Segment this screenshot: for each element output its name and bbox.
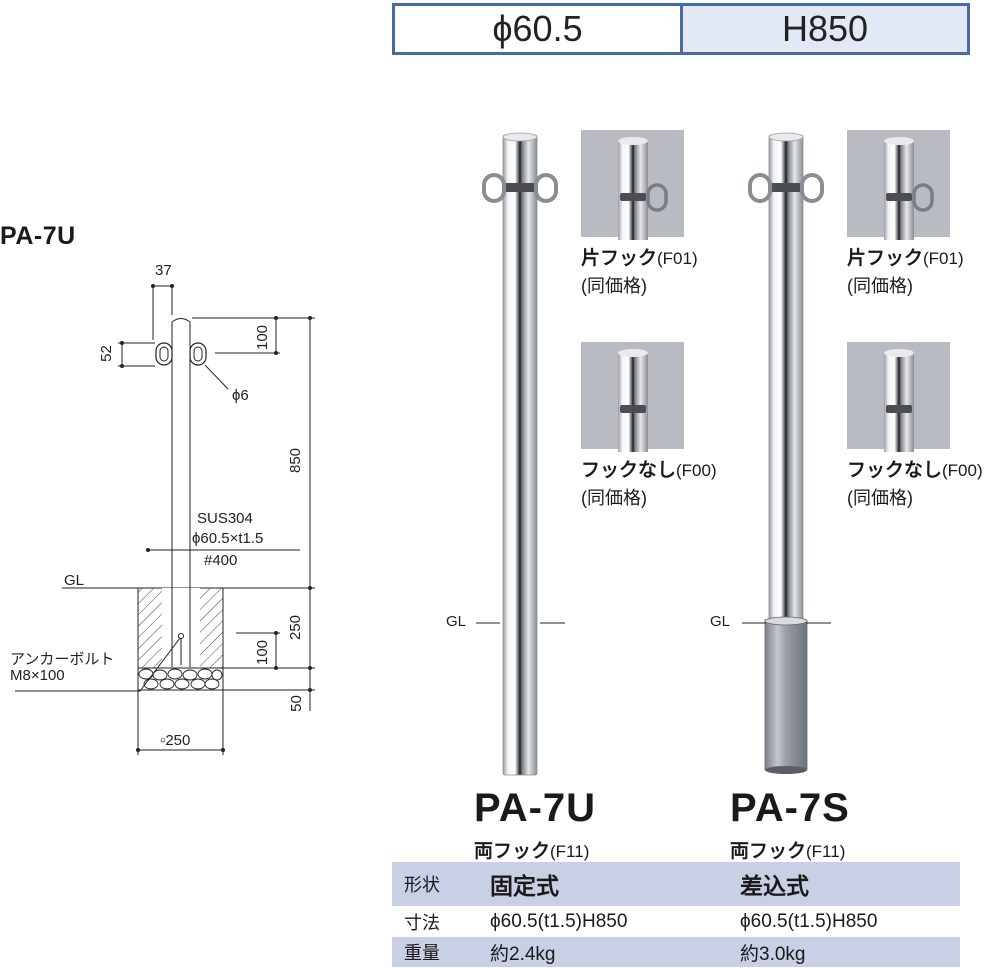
model-hook-pa-7u: 両フック(F11) [474, 841, 590, 862]
dim-850: 850 [287, 447, 305, 474]
diameter-spec-box: ϕ60.5 [392, 3, 683, 55]
product-photos [476, 130, 950, 776]
gl-label-7s: GL [710, 613, 731, 630]
spec-table: 形状 固定式 差込式 寸法 ϕ60.5(t1.5)H850 ϕ60.5(t1.5… [392, 862, 960, 967]
same-price-label-3: (同価格) [847, 276, 913, 296]
row-label-weight: 重量 [392, 937, 490, 967]
model-name-pa-7s: PA-7S [730, 786, 850, 830]
height-spec-box: H850 [680, 3, 970, 55]
base-size-label: ▫250 [160, 732, 191, 749]
height-value: H850 [781, 8, 869, 49]
left-hook [155, 342, 173, 366]
model-name-pa-7u: PA-7U [474, 786, 597, 830]
technical-drawing [15, 284, 315, 755]
weight-pa-7s: 約3.0kg [740, 937, 960, 967]
dim-50: 50 [287, 695, 305, 712]
dim-37: 37 [155, 262, 172, 279]
shape-pa-7s: 差込式 [740, 862, 960, 906]
row-label-size: 寸法 [392, 906, 490, 937]
right-hook [189, 342, 207, 366]
gl-label-7u: GL [446, 613, 467, 630]
finish-label: #400 [204, 552, 238, 569]
same-price-label-2: (同価格) [581, 488, 647, 508]
hook-none-label-7s: フックなし(F00) [847, 460, 983, 481]
size-pa-7s: ϕ60.5(t1.5)H850 [740, 906, 960, 937]
dim-100-bottom: 100 [254, 639, 272, 666]
dim-52: 52 [97, 345, 115, 362]
dim-250-vertical: 250 [287, 614, 305, 641]
anchor-bolt-size: M8×100 [10, 667, 65, 684]
row-label-shape: 形状 [392, 862, 490, 906]
material-label: SUS304 [197, 510, 253, 527]
anchor-bolt-label: アンカーボルト [10, 651, 115, 668]
pipe-spec-label: ϕ60.5×t1.5 [192, 530, 264, 547]
shape-pa-7u: 固定式 [490, 862, 740, 906]
pa-7s-post [748, 132, 824, 774]
swatch-7u-one-hook [581, 130, 684, 240]
swatch-7u-no-hook [581, 342, 684, 452]
swatch-7s-no-hook [847, 342, 950, 452]
dim-hook-diameter: ϕ6 [232, 387, 249, 404]
swatch-7s-one-hook [847, 130, 950, 240]
table-row: 重量 約2.4kg 約3.0kg [392, 937, 960, 967]
same-price-label-1: (同価格) [581, 276, 647, 296]
model-hook-pa-7s: 両フック(F11) [730, 841, 846, 862]
hook-none-label-7u: フックなし(F00) [581, 460, 717, 481]
diameter-value: ϕ60.5 [492, 8, 583, 49]
table-row: 形状 固定式 差込式 [392, 862, 960, 906]
hook-one-label-7u: 片フック(F01) [581, 248, 698, 269]
pa-7u-post [482, 132, 558, 776]
hook-one-label-7s: 片フック(F01) [847, 248, 964, 269]
gl-label-drawing: GL [64, 572, 85, 589]
table-row: 寸法 ϕ60.5(t1.5)H850 ϕ60.5(t1.5)H850 [392, 906, 960, 937]
same-price-label-4: (同価格) [847, 488, 913, 508]
size-pa-7u: ϕ60.5(t1.5)H850 [490, 906, 740, 937]
drawing-title: PA-7U [0, 222, 76, 250]
dim-100-top: 100 [254, 324, 272, 351]
weight-pa-7u: 約2.4kg [490, 937, 740, 967]
